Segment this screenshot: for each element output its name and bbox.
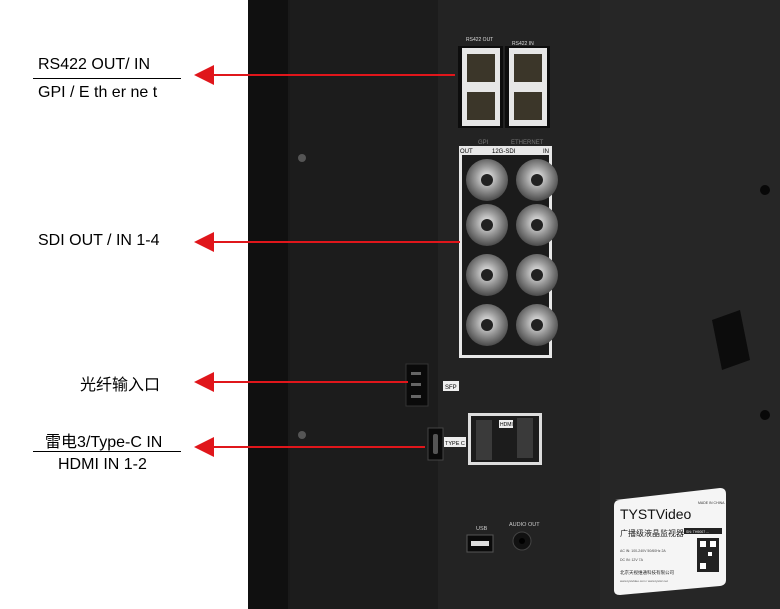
serial-number: SN: TH9007 ... (686, 530, 709, 534)
sdi-bnc-panel: OUT 12G-SDI IN (459, 146, 558, 358)
hdmi-label: HDMI (500, 422, 513, 428)
sfp-label: SFP (445, 385, 457, 391)
callout-divider (33, 451, 181, 452)
qr-code-icon (697, 538, 719, 572)
audio-out-jack (512, 531, 532, 551)
callout-divider (33, 78, 181, 79)
screw-icon (298, 154, 306, 439)
hdmi-ports: HDMI (468, 413, 542, 465)
mount-hole-icon (760, 185, 770, 420)
company-name: 北京天视维通科技有限公司 (620, 569, 674, 576)
website: www.tystvideo.com / www.tystcc.net (620, 579, 668, 583)
callout-arrows (194, 65, 460, 457)
brand-logo: TYSTVideo (620, 506, 692, 522)
callout-gpi-ethernet-label: GPI / E th er ne t (38, 84, 158, 101)
ethernet-label: ETHERNET (511, 140, 544, 146)
product-name: 广播级液晶监视器 (620, 528, 684, 538)
type-c-port: TYPE C (427, 427, 466, 461)
audio-out-label: AUDIO OUT (509, 522, 540, 528)
made-in-label: MADE IN CHINA (698, 501, 725, 505)
sfp-port: SFP (405, 363, 459, 407)
bnc-connector (466, 159, 558, 346)
rs422-out-label: RS422 OUT (466, 37, 493, 43)
sdi-in-label: IN (543, 149, 549, 155)
callout-typec-label: 雷电3/Type-C IN (45, 434, 163, 451)
nameplate: TYSTVideo MADE IN CHINA 广播级液晶监视器 SN: TH9… (614, 488, 726, 595)
sdi-label: 12G-SDI (492, 149, 516, 155)
rs422-ports (458, 46, 550, 128)
usb-port (466, 534, 494, 553)
vent-grille (712, 310, 750, 370)
type-c-label: TYPE C (445, 441, 465, 447)
rs422-in-label: RS422 IN (512, 41, 534, 47)
callout-sdi-label: SDI OUT / IN 1-4 (38, 232, 160, 249)
gpi-label: GPI (478, 140, 489, 146)
spec-dc: DC IN: 12V 7A (620, 558, 644, 562)
callout-hdmi-label: HDMI IN 1-2 (58, 456, 147, 473)
callout-rs422-label: RS422 OUT/ IN (38, 56, 151, 73)
usb-label: USB (476, 526, 488, 532)
callout-fiber-label: 光纤输入口 (80, 377, 161, 394)
sdi-out-label: OUT (460, 149, 473, 155)
spec-ac: AC IN: 100-240V 50/60Hz 2A (620, 549, 666, 553)
